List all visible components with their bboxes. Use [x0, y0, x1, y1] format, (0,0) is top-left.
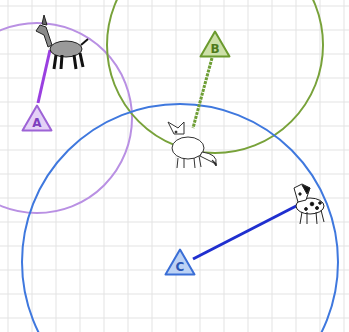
distance-line — [193, 58, 212, 128]
triangle-marker: B — [199, 30, 231, 58]
grid-line — [176, 0, 177, 332]
marker-letter: B — [199, 43, 231, 55]
grid-line — [0, 6, 349, 7]
grid-line — [0, 102, 349, 103]
triangle-marker: A — [21, 104, 53, 132]
fox-figure — [168, 122, 217, 168]
grid-line — [296, 0, 297, 332]
grid-line — [248, 0, 249, 332]
grid-line — [272, 0, 273, 332]
grid-line — [0, 78, 349, 79]
range-circle — [0, 23, 132, 213]
grid-line — [32, 0, 33, 332]
marker-letter: C — [164, 261, 196, 273]
grid-line — [0, 246, 349, 247]
distance-line — [38, 50, 50, 103]
range-circle — [107, 0, 323, 153]
grid-line — [0, 222, 349, 223]
grid-line — [0, 294, 349, 295]
dog-figure — [294, 184, 324, 224]
range-circle — [22, 104, 338, 332]
grid-line — [152, 0, 153, 332]
grid-line — [344, 0, 345, 332]
triangle-marker: C — [164, 248, 196, 276]
distance-line — [193, 203, 302, 259]
grid-line — [0, 174, 349, 175]
dog-figure — [36, 15, 88, 69]
grid-line — [0, 318, 349, 319]
marker-letter: A — [21, 117, 53, 129]
grid-line — [0, 30, 349, 31]
grid-line — [320, 0, 321, 332]
grid-line — [8, 0, 9, 332]
grid-line — [128, 0, 129, 332]
